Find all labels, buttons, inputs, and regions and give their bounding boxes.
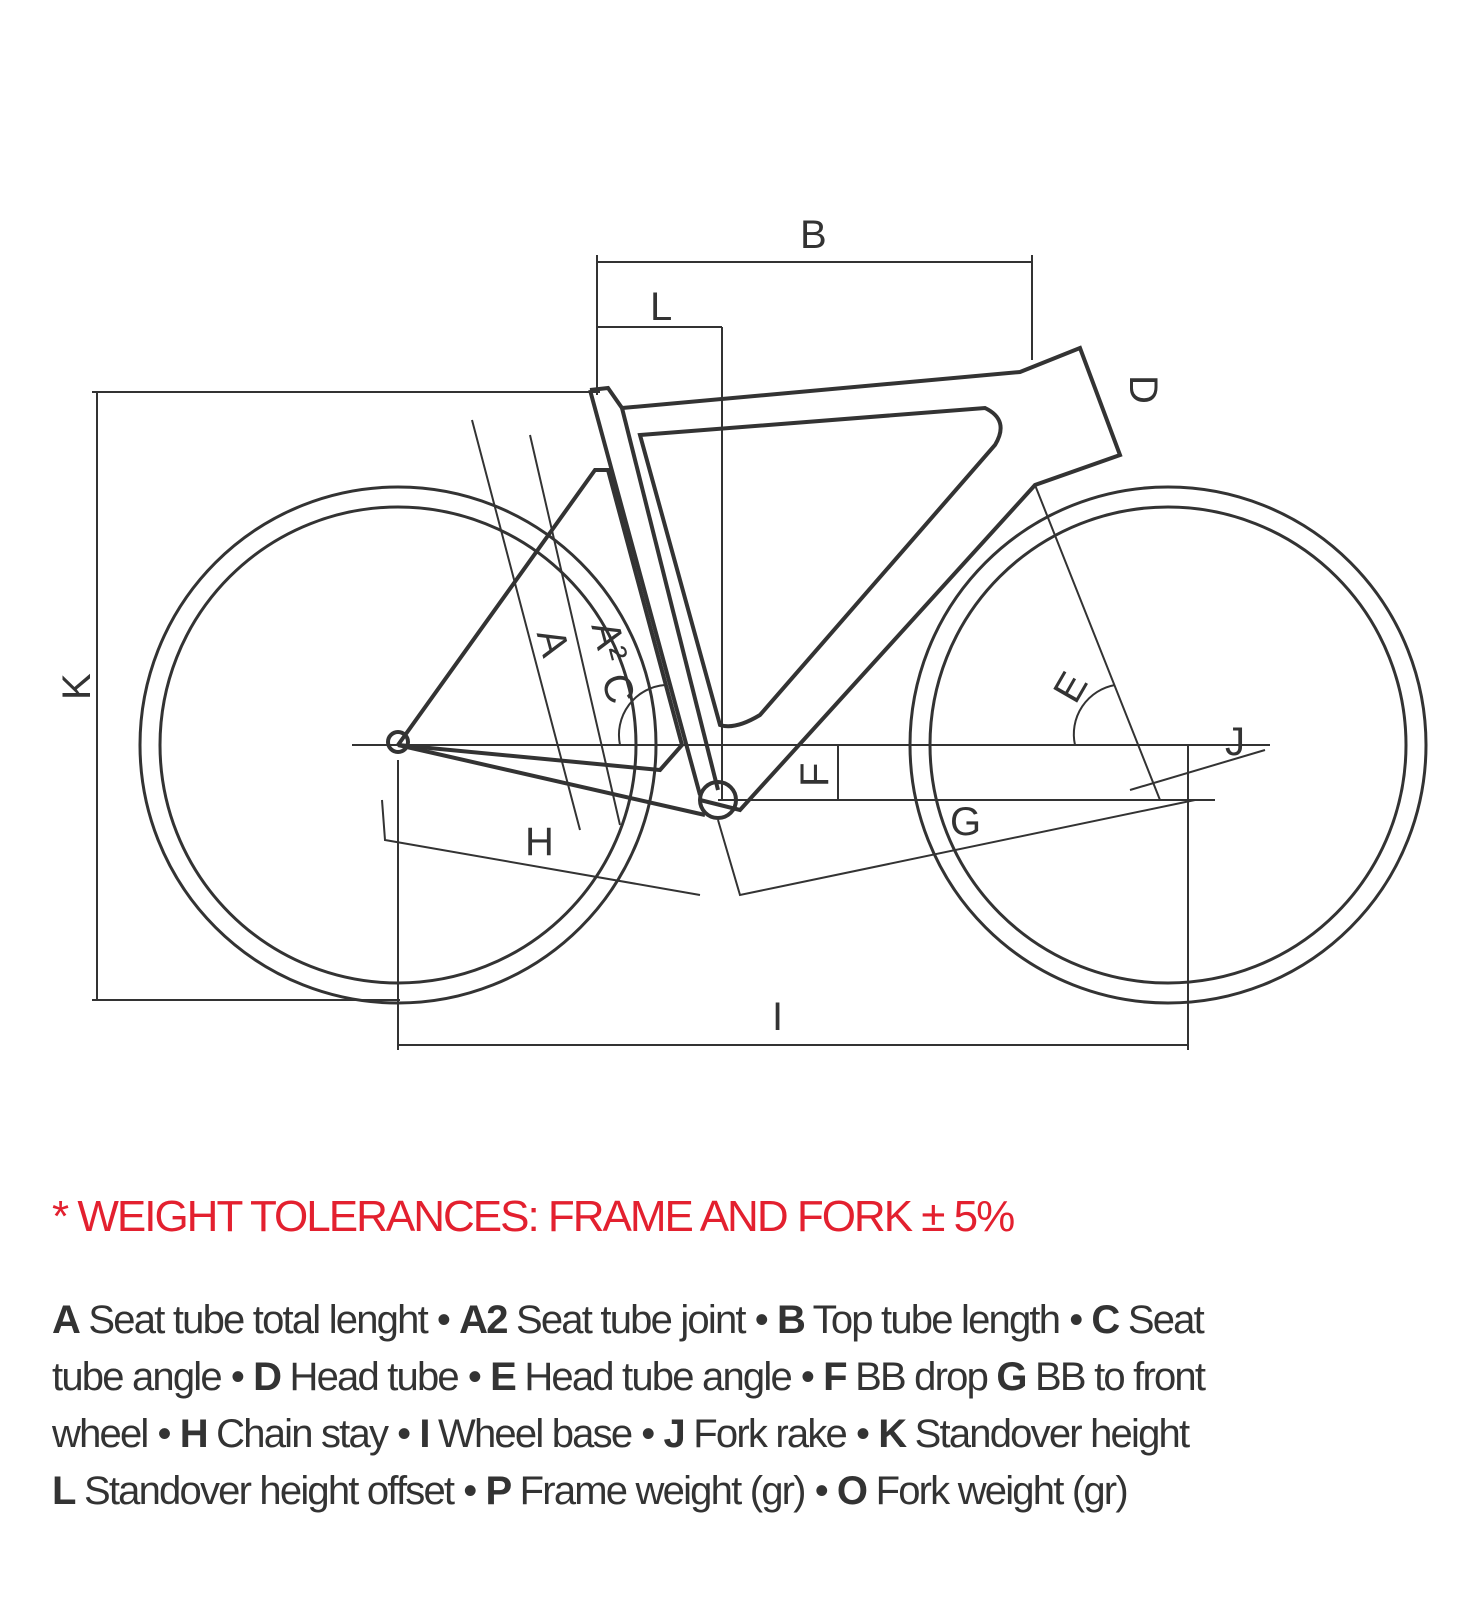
legend-key: I [419,1412,430,1456]
legend-key: G [996,1355,1027,1399]
label-i: I [772,995,783,1039]
legend-text: tube angle [52,1355,223,1399]
legend-key: K [878,1412,907,1456]
label-e: E [1045,665,1096,710]
legend-key: F [823,1355,847,1399]
legend-key: O [836,1469,868,1513]
legend-text: wheel [52,1412,149,1456]
legend-key: A [52,1298,81,1342]
legend-separator: • [641,1412,655,1456]
legend-key: B [776,1298,806,1342]
legend-text: Chain stay [216,1412,389,1456]
legend-text: Fork rake [693,1412,848,1456]
legend-line: wheel•H Chain stay•I Wheel base•J Fork r… [52,1406,1204,1463]
legend-key: A2 [459,1298,508,1342]
legend-line: tube angle•D Head tube•E Head tube angle… [52,1349,1206,1406]
legend-separator: • [157,1412,172,1456]
legend-key: L [52,1469,76,1513]
legend-key: E [490,1355,517,1399]
frame [386,345,1123,820]
legend-line: L Standover height offset•P Frame weight… [52,1463,1204,1520]
weight-tolerance-note: * WEIGHT TOLERANCES: FRAME AND FORK ± 5% [52,1192,1015,1241]
label-g: G [950,800,981,844]
dimension-lines [92,255,1270,1050]
label-b: B [800,213,827,257]
legend-separator: • [856,1412,870,1456]
legend-text: Seat [1127,1298,1205,1342]
legend-text: Fork weight (gr) [875,1469,1129,1513]
legend-key: J [663,1412,685,1456]
bike-geometry-diagram: B L D K A A² C E F G H I J [55,213,1428,1050]
legend-separator: • [463,1469,477,1513]
legend-separator: • [467,1355,482,1399]
legend-text: Seat tube joint [515,1298,747,1342]
legend-separator: • [800,1355,815,1399]
label-f: F [793,763,837,787]
legend-text: BB to front [1035,1355,1206,1399]
legend-text: Standover height offset [83,1469,455,1513]
legend-key: H [179,1412,209,1456]
legend-separator: • [230,1355,245,1399]
label-l: L [650,285,672,329]
geometry-legend: A Seat tube total lenght•A2 Seat tube jo… [52,1292,1206,1520]
legend-text: Head tube angle [524,1355,792,1399]
label-a2: A² [582,616,635,666]
legend-separator: • [754,1298,769,1342]
legend-key: C [1091,1298,1120,1342]
legend-separator: • [436,1298,451,1342]
legend-text: Frame weight (gr) [519,1469,807,1513]
legend-separator: • [814,1469,829,1513]
label-j: J [1225,720,1245,764]
legend-separator: • [1069,1298,1083,1342]
legend-text: Standover height [914,1412,1190,1456]
label-a: A [528,624,577,661]
legend-text: Head tube [289,1355,459,1399]
legend-text: Wheel base [438,1412,633,1456]
legend-text: Top tube length [812,1298,1061,1342]
label-k: K [55,673,99,700]
legend-line: A Seat tube total lenght•A2 Seat tube jo… [52,1292,1205,1349]
legend-text: BB drop [855,1355,989,1399]
legend-key: D [253,1355,282,1399]
legend-separator: • [397,1412,411,1456]
label-c: C [593,669,643,708]
legend-text: Seat tube total lenght [88,1298,428,1342]
label-h: H [525,820,554,864]
legend-key: P [485,1469,512,1513]
label-d: D [1121,375,1165,404]
